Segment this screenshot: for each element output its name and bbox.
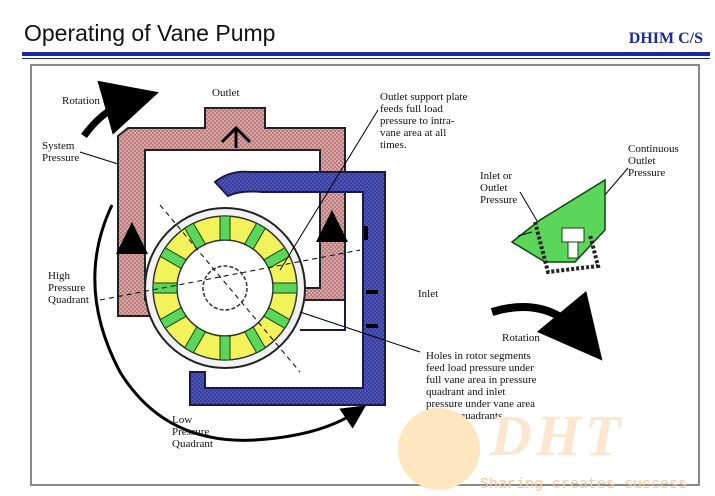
continuous-outlet-label: Continuous Outlet Pressure (628, 143, 679, 179)
inlet-outlet-pressure-label: Inlet or Outlet Pressure (480, 170, 518, 206)
brand-label: DHIM C/S (628, 30, 703, 47)
inlet-passage (189, 170, 386, 406)
rotation-arrow-right (490, 290, 603, 361)
header-rule (22, 52, 710, 56)
high-pressure-label: High Pressure Quadrant (48, 270, 89, 306)
inlet-label: Inlet (418, 288, 439, 300)
rotation-label-top: Rotation (62, 95, 100, 107)
rotation-arc-left (93, 204, 366, 442)
header-rule-thin (22, 58, 710, 59)
slide-title: Operating of Vane Pump (24, 20, 276, 46)
outlet-support-label: Outlet support plate feeds full load pre… (380, 91, 468, 151)
side-view-inset (510, 178, 606, 275)
low-pressure-label: Low Pressure Quadrant (172, 414, 213, 450)
shaft-spline (202, 265, 248, 311)
holes-label: Holes in rotor segments feed load pressu… (426, 350, 537, 422)
system-pressure-label: System Pressure (42, 140, 80, 164)
rotation-label-right: Rotation (502, 332, 540, 344)
vanes (152, 215, 298, 361)
rotation-arrow-top (81, 80, 159, 139)
outlet-label: Outlet (212, 87, 240, 99)
